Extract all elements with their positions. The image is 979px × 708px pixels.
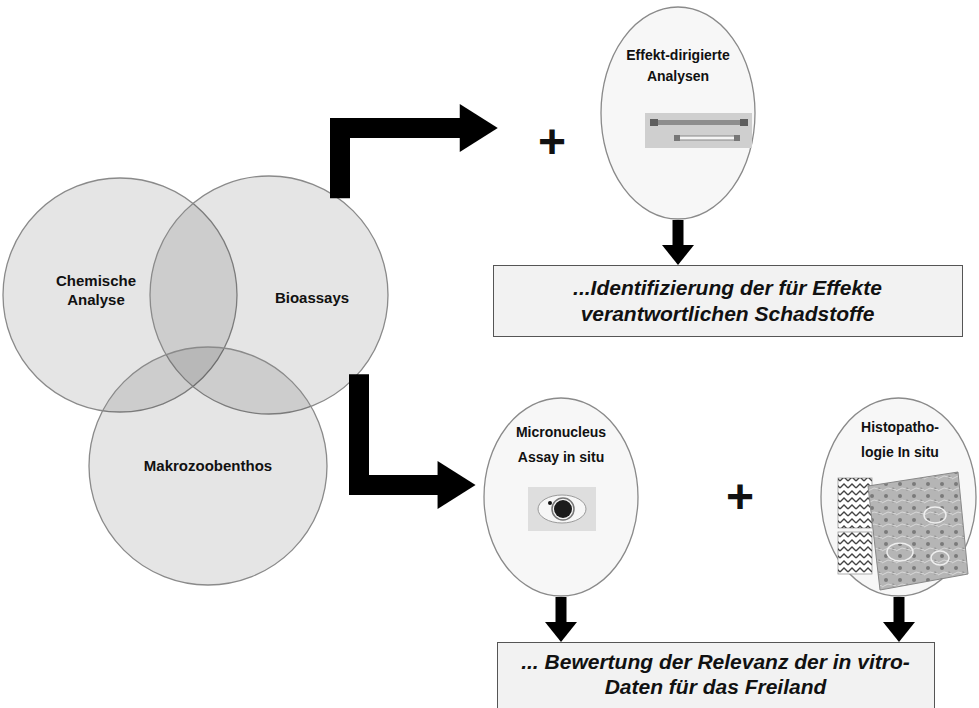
block-arrow: [359, 374, 476, 509]
text-block: Makrozoobenthos: [128, 457, 288, 476]
block-arrow: [883, 597, 915, 642]
tissue-panel: [838, 478, 872, 528]
arrow-head: [545, 622, 577, 642]
node-label: Effekt-dirigierte Analysen: [613, 45, 743, 87]
arrow-shaft: [673, 220, 684, 246]
tissue-panel: [838, 532, 872, 574]
arrow-shaft: [340, 128, 461, 198]
node-label: Chemische Analyse: [46, 272, 146, 310]
micronucleus-photo: [528, 487, 596, 531]
column-fitting: [740, 119, 748, 126]
photo-ground: [528, 487, 596, 531]
text-block: Micronucleus Assay in situ: [506, 420, 616, 470]
arrow-shaft: [359, 374, 439, 485]
micronucleus-dot: [548, 501, 552, 505]
cell-outline: [931, 551, 949, 565]
text-block: Bioassays: [257, 289, 367, 308]
circle-shape: [821, 398, 976, 596]
arrow-shaft: [894, 597, 905, 623]
cell: [538, 495, 586, 523]
result-box: ... Bewertung der Relevanz der in vitro-…: [497, 642, 935, 708]
circle-shape: [89, 347, 327, 585]
block-arrow: [545, 597, 577, 642]
column-fitting: [674, 135, 680, 141]
venn-circle: Makrozoobenthos: [88, 346, 328, 586]
text-block: Effekt-dirigierte Analysen: [613, 45, 743, 87]
cell-outline: [887, 543, 913, 561]
result-box: ...Identifizierung der für Effekte veran…: [493, 265, 963, 337]
block-arrow: [340, 104, 498, 198]
circle-shape: [484, 398, 638, 596]
column-rod: [678, 136, 736, 140]
column-fitting: [734, 135, 740, 141]
node-label: ...Identifizierung der für Effekte veran…: [504, 275, 951, 325]
tissue-section: [868, 472, 968, 590]
plus-sign: +: [726, 473, 754, 521]
arrow-head: [438, 461, 476, 509]
node-label: Makrozoobenthos: [128, 457, 288, 476]
node-label: Micronucleus Assay in situ: [506, 420, 616, 470]
circle-shape: [601, 7, 755, 219]
arrow-head: [460, 104, 498, 152]
text-block: Histopatho- logie In situ: [848, 415, 952, 465]
text-block: ...Identifizierung der für Effekte veran…: [494, 275, 961, 325]
node-label: Histopatho- logie In situ: [848, 415, 952, 465]
plus-sign: +: [538, 118, 566, 166]
column-fitting: [650, 119, 658, 126]
column-photo: [645, 113, 752, 148]
cell-outline: [924, 507, 946, 523]
text-block: ... Bewertung der Relevanz der in vitro-…: [498, 649, 933, 699]
node-label: Bioassays: [257, 289, 367, 308]
arrow-shaft: [556, 597, 567, 623]
histology-photos: [838, 472, 968, 590]
arrow-head: [883, 622, 915, 642]
text-block: Chemische Analyse: [46, 272, 146, 310]
block-arrow: [662, 220, 694, 265]
arrow-head: [662, 245, 694, 265]
node-label: ... Bewertung der Relevanz der in vitro-…: [508, 649, 923, 699]
tissue-stripes: [838, 532, 872, 574]
tissue-stripes: [838, 478, 872, 528]
photo-ground: [645, 113, 752, 148]
nucleus-ring: [552, 498, 574, 520]
nucleus: [554, 500, 572, 518]
column-rod: [654, 120, 744, 125]
